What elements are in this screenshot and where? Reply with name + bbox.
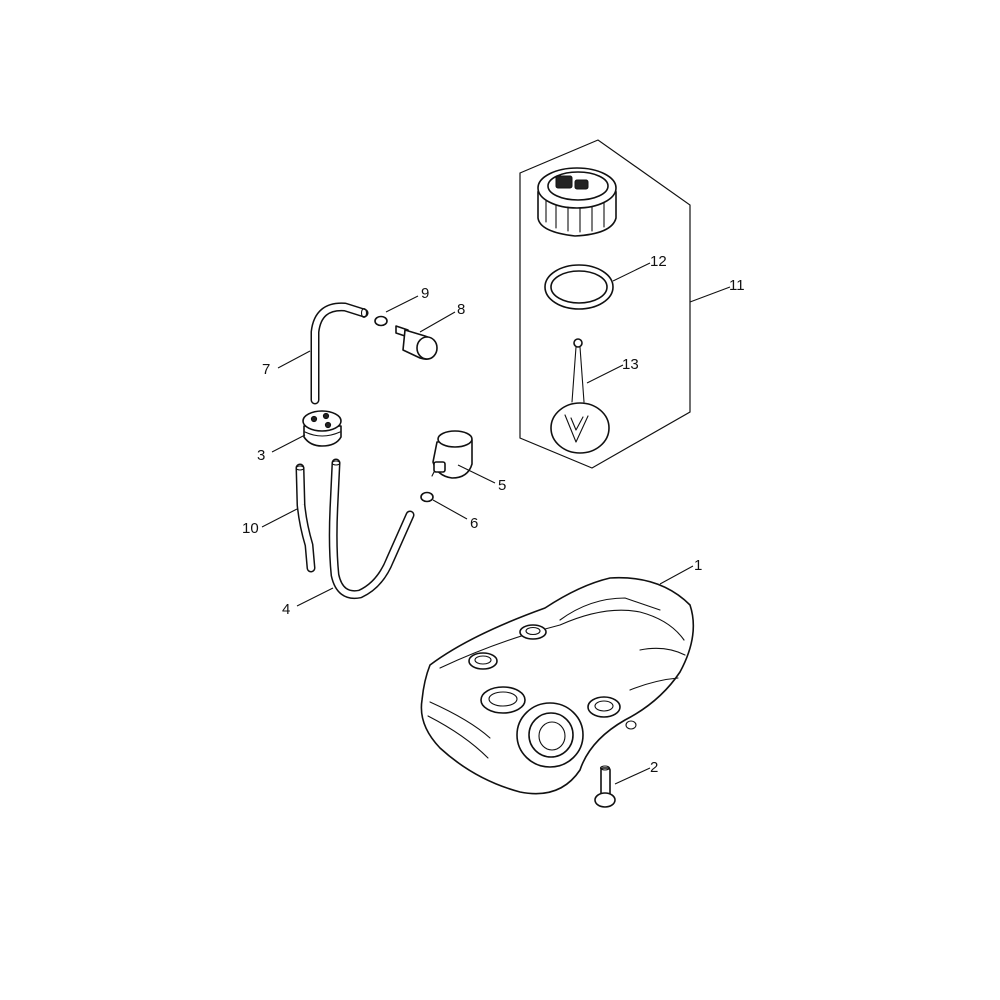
suction-pipe[interactable] xyxy=(328,458,415,600)
callout-8: 8 xyxy=(457,301,465,318)
callout-1: 1 xyxy=(694,557,702,574)
callout-10: 10 xyxy=(242,520,259,537)
callout-7: 7 xyxy=(262,361,270,378)
o-ring-small[interactable] xyxy=(374,315,388,327)
fuel-tank[interactable] xyxy=(420,576,695,795)
callout-9: 9 xyxy=(421,285,429,302)
callout-2: 2 xyxy=(650,759,658,776)
vent-hose[interactable] xyxy=(310,302,369,405)
callout-12: 12 xyxy=(650,253,667,270)
fuel-hose[interactable] xyxy=(295,463,316,573)
callout-numbers: 1 2 3 4 5 6 7 8 9 10 11 12 13 xyxy=(242,253,745,776)
callout-4: 4 xyxy=(282,601,290,618)
callout-6: 6 xyxy=(470,515,478,532)
callout-13: 13 xyxy=(622,356,639,373)
o-ring-filter[interactable] xyxy=(420,491,434,503)
tank-grommet[interactable] xyxy=(302,410,342,447)
fuel-cap[interactable] xyxy=(537,167,617,237)
callout-5: 5 xyxy=(498,477,506,494)
cap-tether[interactable] xyxy=(550,338,610,454)
tank-screw[interactable] xyxy=(594,765,616,808)
leader-lines xyxy=(261,262,731,785)
cap-gasket[interactable] xyxy=(544,264,614,310)
kit-frame xyxy=(519,139,691,469)
callout-11: 11 xyxy=(729,277,745,294)
fuel-filter[interactable] xyxy=(431,430,473,479)
callout-3: 3 xyxy=(257,447,265,464)
vent-valve[interactable] xyxy=(395,325,438,360)
